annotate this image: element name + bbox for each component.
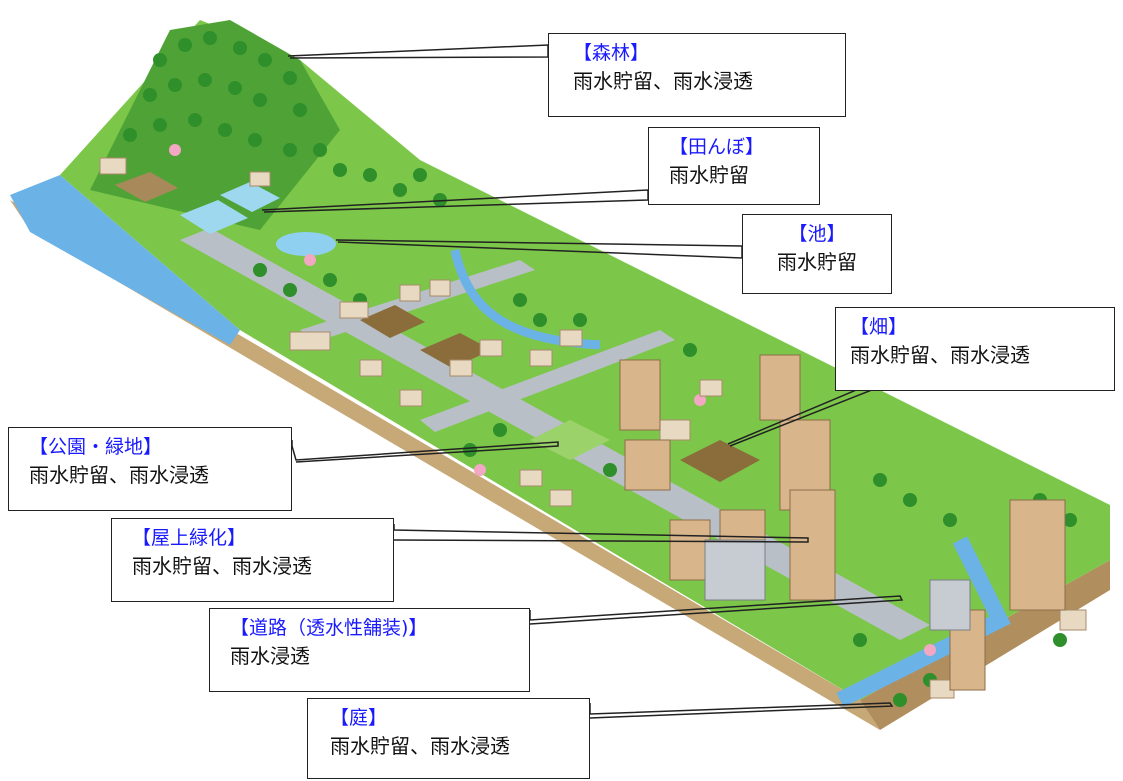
gray-buildings <box>704 539 971 631</box>
callout-road-desc: 雨水浸透 <box>230 643 310 668</box>
leader-lines <box>261 44 904 719</box>
forest-leader <box>287 44 549 59</box>
rice-paddy-3 <box>115 172 178 202</box>
callout-rice-paddy-desc: 雨水貯留 <box>669 162 749 187</box>
callout-road-title: 【道路（透水性舗装)】 <box>230 617 428 639</box>
park-area <box>530 420 610 460</box>
callout-park: 【公園・緑地】 雨水貯留、雨水浸透 <box>8 427 292 511</box>
callout-rice-paddy: 【田んぼ】 雨水貯留 <box>648 127 820 205</box>
callout-pond-desc: 雨水貯留 <box>777 249 857 274</box>
houses <box>99 157 1087 699</box>
callout-field: 【畑】 雨水貯留、雨水浸透 <box>835 307 1115 391</box>
farm-field <box>680 440 760 482</box>
callout-road: 【道路（透水性舗装)】 雨水浸透 <box>209 608 530 692</box>
park-leader <box>291 440 559 463</box>
callout-rooftop-title: 【屋上緑化】 <box>132 527 247 549</box>
stream-lower <box>836 536 1011 708</box>
river <box>10 175 240 345</box>
blossom-trees <box>169 144 936 656</box>
callout-field-title: 【畑】 <box>850 316 908 338</box>
callout-park-desc: 雨水貯留、雨水浸透 <box>29 462 209 487</box>
buildings <box>619 354 1066 691</box>
trees <box>123 31 1077 707</box>
rice-paddy-2 <box>220 182 280 212</box>
rice-paddy-1 <box>180 200 248 234</box>
callout-rooftop-desc: 雨水貯留、雨水浸透 <box>132 553 312 578</box>
callout-garden-title: 【庭】 <box>330 707 388 729</box>
cross-road-2 <box>420 330 675 432</box>
road-leader <box>529 595 904 625</box>
callout-forest: 【森林】 雨水貯留、雨水浸透 <box>548 33 846 117</box>
callout-field-desc: 雨水貯留、雨水浸透 <box>850 342 1030 367</box>
callout-pond-title: 【池】 <box>788 223 846 245</box>
callout-park-title: 【公園・緑地】 <box>29 436 163 458</box>
garden-leader <box>589 702 894 719</box>
pond <box>276 232 336 256</box>
callout-rooftop: 【屋上緑化】 雨水貯留、雨水浸透 <box>111 518 394 602</box>
callout-forest-title: 【森林】 <box>573 42 650 64</box>
callout-garden: 【庭】 雨水貯留、雨水浸透 <box>307 698 590 779</box>
farm-field-2 <box>360 305 425 338</box>
callout-pond: 【池】 雨水貯留 <box>742 214 892 294</box>
callout-rice-paddy-title: 【田んぼ】 <box>669 136 765 158</box>
callout-forest-desc: 雨水貯留、雨水浸透 <box>573 68 753 93</box>
farm-field-3 <box>420 333 492 368</box>
rooftop-leader <box>393 524 809 543</box>
callout-garden-desc: 雨水貯留、雨水浸透 <box>330 733 510 758</box>
